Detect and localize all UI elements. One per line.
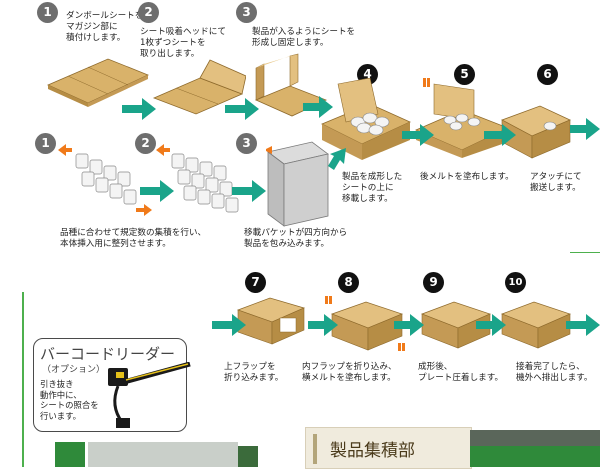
melt-marker-icon [423,78,426,87]
section-header-accent [313,434,317,464]
formed-sheet-illustration [254,53,328,117]
lifted-sheet-illustration [152,59,246,115]
step-caption-bottom-8: 内フラップを折り込み、 横メルトを塗布します。 [302,362,397,383]
product-cups-aligned-illustration [156,144,239,213]
step-caption-bottom-9: 成形後、 プレート圧着します。 [418,362,504,383]
step-caption-top-5: 後メルトを塗布します。 [420,172,514,182]
step-badge-top-5: 5 [454,64,475,85]
melt-marker-icon [325,296,328,304]
flow-arrow-icon [225,98,259,120]
step-badge-top-1: 1 [37,2,58,23]
section-title: 製品集積部 [330,441,415,461]
flow-arrow-icon [328,148,346,170]
step-caption-top-2: シート吸着ヘッドにて 1枚ずつシートを 取り出します。 [140,27,226,59]
step-caption-top-6: アタッチにて 搬送します。 [530,172,582,193]
step-caption-top-3: 製品が入るようにシートを 形成し固定します。 [252,27,356,48]
section-divider-line [22,292,24,467]
step-badge-bottom-10: 10 [505,272,526,293]
step-badge-bottom-7: 7 [245,272,266,293]
flow-arrow-icon [122,98,156,120]
flow-arrow-icon [402,124,434,146]
barcode-scanner-arm-icon [108,362,191,428]
flow-arrow-icon [394,314,424,336]
barcode-description: 引き抜き 動作中に、 シートの照合を 行います。 [40,379,99,421]
accumulation-photo [470,446,600,467]
flow-arrow-icon [484,124,516,146]
step-caption-top-4: 製品を成形した シートの上に 移載します。 [342,172,403,204]
step-caption-bottom-7: 上フラップを 折り込みます。 [224,362,284,383]
step-caption-top-1: ダンボールシートを マガジン部に 積付けします。 [66,11,144,43]
step-badge-top-6: 6 [537,64,558,85]
barcode-option-label: （オプション） [42,365,106,375]
step-badge-bottom-8: 8 [338,272,359,293]
flow-arrow-icon [308,314,338,336]
flow-arrow-icon [476,314,506,336]
flow-arrow-icon [232,180,266,202]
step-badge-bottom-9: 9 [423,272,444,293]
flat-cardboard-sheet-illustration [47,58,150,107]
sheet-with-products-illustration [321,78,411,160]
step-badge-middle-2: 2 [135,133,156,154]
step-badge-middle-3: 3 [236,133,257,154]
finished-box-illustration [501,301,571,349]
flow-arrow-icon [212,314,246,336]
barcode-title: バーコードリーダー [40,345,176,363]
step-caption-middle-3: 移載パケットが四方向から 製品を包み込みます。 [244,228,348,249]
step-caption-middle-1: 品種に合わせて規定数の集積を行い、 本体挿入用に整列させます。 [60,228,207,249]
step-caption-bottom-10: 接着完了したら、 機外へ排出します。 [516,362,593,383]
top-flap-box-illustration [236,297,306,345]
flow-arrow-icon [566,314,600,336]
melt-marker-icon [427,78,430,87]
melt-marker-icon [329,296,332,304]
machine-photo [88,442,238,467]
melt-applied-box-illustration [414,83,510,158]
flow-arrow-icon [140,180,174,202]
step-badge-middle-1: 1 [35,133,56,154]
step-badge-top-2: 2 [138,2,159,23]
flow-arrow-icon [570,118,600,140]
melt-marker-icon [398,343,401,351]
transfer-packet-illustration [266,141,329,227]
attach-conveyed-box-illustration [501,105,571,159]
machine-photo [238,446,258,467]
machine-photo [55,442,85,467]
corner-divider-line [570,252,600,253]
step-badge-top-3: 3 [236,2,257,23]
product-cups-grouped-illustration [58,144,152,216]
flow-arrow-icon [303,96,333,118]
melt-marker-icon [402,343,405,351]
